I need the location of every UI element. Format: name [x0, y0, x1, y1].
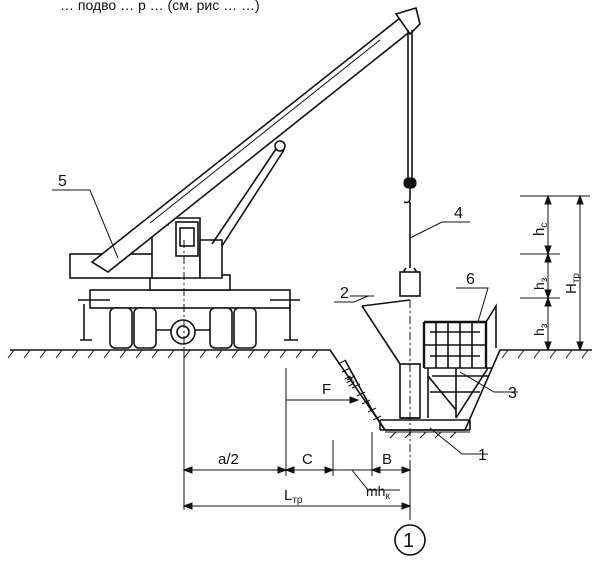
slope-mark: m: [341, 372, 359, 389]
dim-b: B: [382, 451, 392, 468]
ground-line: [7, 349, 592, 431]
dim-l-tr: Lтр: [284, 487, 303, 506]
load: [399, 267, 421, 297]
dim-hc: hc: [531, 223, 550, 236]
vertical-dimensions: hc hз hз Hтр: [520, 194, 590, 352]
callout-2: 2: [340, 285, 349, 302]
axis-marker: 1: [394, 524, 426, 556]
callout-1: 1: [478, 447, 487, 464]
foundation-structure: [379, 300, 497, 520]
callouts: 5 4 2 6 3 1 F: [52, 173, 518, 464]
dim-mhk: mhк: [366, 483, 390, 502]
dim-a-half: a/2: [218, 451, 239, 468]
dim-h3-lower: hз: [531, 323, 550, 336]
label-f: F: [322, 381, 331, 398]
callout-3: 3: [508, 385, 517, 402]
wheels: [109, 307, 257, 349]
axis-marker-label: 1: [403, 530, 414, 552]
header-caption: … подво … р … (см. рис … …): [60, 0, 260, 13]
callout-4: 4: [454, 205, 463, 222]
callout-5: 5: [58, 173, 67, 190]
sling-lines: [350, 295, 411, 365]
crane: [69, 6, 421, 470]
dim-h3-upper: hз: [531, 277, 550, 290]
dim-htr: Hтр: [563, 273, 582, 294]
horizontal-dimensions: a/2 C B mhк Lтр: [182, 350, 412, 520]
callout-6: 6: [466, 271, 475, 288]
dim-c: C: [302, 451, 313, 468]
scaffold: [422, 303, 497, 368]
